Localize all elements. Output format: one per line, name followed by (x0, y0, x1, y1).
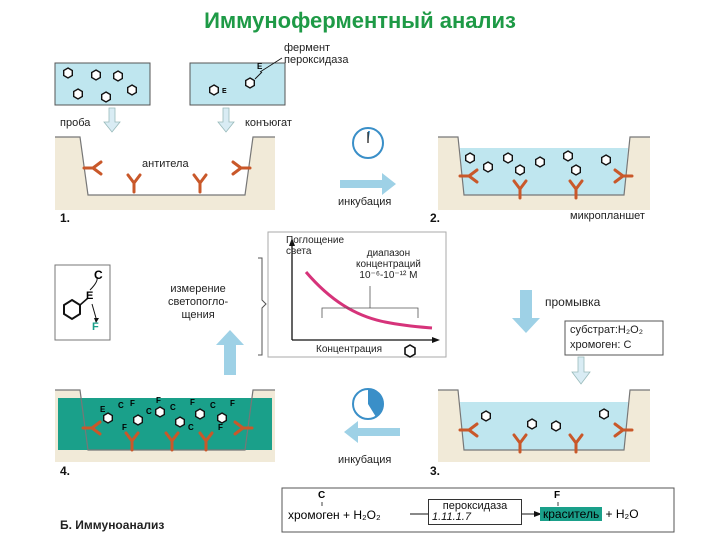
svg-text:F: F (230, 399, 235, 408)
conjugate-label: конъюгат (245, 117, 292, 129)
conjugate-e-mark-2: E (222, 88, 227, 95)
measurement-label: измерение светопогло- щения (168, 283, 229, 321)
graph-range-label: диапазон концентраций 10⁻⁶-10⁻¹² M (356, 248, 421, 281)
washing-label: промывка (545, 295, 601, 309)
chromogen-label: хромоген: С (570, 339, 632, 351)
reaction-enzyme: пероксидаза (442, 500, 508, 512)
incubation-top-label: инкубация (338, 196, 392, 208)
reaction-right: краситель + H₂O (540, 507, 639, 521)
reaction-top-c: C (318, 490, 326, 501)
step-3: 3. (430, 464, 441, 478)
svg-text:F: F (190, 398, 195, 407)
antibodies-label: антитела (142, 158, 189, 170)
reaction-top-f: F (554, 490, 561, 501)
svg-text:C: C (118, 401, 124, 410)
section-label: Б. Иммуноанализ (60, 518, 165, 532)
svg-text:C: C (170, 403, 176, 412)
reaction-enzyme-box: пероксидаза 1.11.1.7 (428, 499, 522, 525)
sample-label: проба (60, 117, 91, 129)
conjugate-e-mark: E (257, 62, 263, 71)
box-letter-c: C (94, 268, 103, 282)
microplate-label: микропланшет (570, 210, 645, 222)
box-letter-f: F (92, 321, 99, 333)
svg-text:F: F (130, 399, 135, 408)
svg-text:C: C (146, 407, 152, 416)
enzyme-label: фермент пероксидаза (284, 42, 349, 66)
svg-text:C: C (210, 401, 216, 410)
substrate-label: субстрат:H₂O₂ (570, 324, 643, 336)
reaction-left: хромоген + H₂O₂ (288, 508, 381, 522)
reaction-ec: 1.11.1.7 (432, 511, 471, 523)
step-2: 2. (430, 211, 441, 225)
graph-xlabel: Концентрация (316, 344, 383, 355)
dye-label: краситель (540, 507, 603, 521)
step-4: 4. (60, 464, 71, 478)
svg-text:F: F (156, 396, 161, 405)
plus-water: + H₂O (605, 507, 639, 521)
svg-text:C: C (188, 423, 194, 432)
graph-ylabel: Поглощение света (286, 235, 345, 257)
svg-text:F: F (218, 423, 223, 432)
page-title: Иммуноферментный анализ (204, 8, 516, 33)
conjugate-box (189, 62, 286, 106)
incubation-bottom-label: инкубация (338, 454, 392, 466)
svg-text:F: F (122, 423, 127, 432)
step-1: 1. (60, 211, 71, 225)
svg-text:E: E (100, 405, 106, 414)
box-letter-e: E (86, 290, 94, 302)
